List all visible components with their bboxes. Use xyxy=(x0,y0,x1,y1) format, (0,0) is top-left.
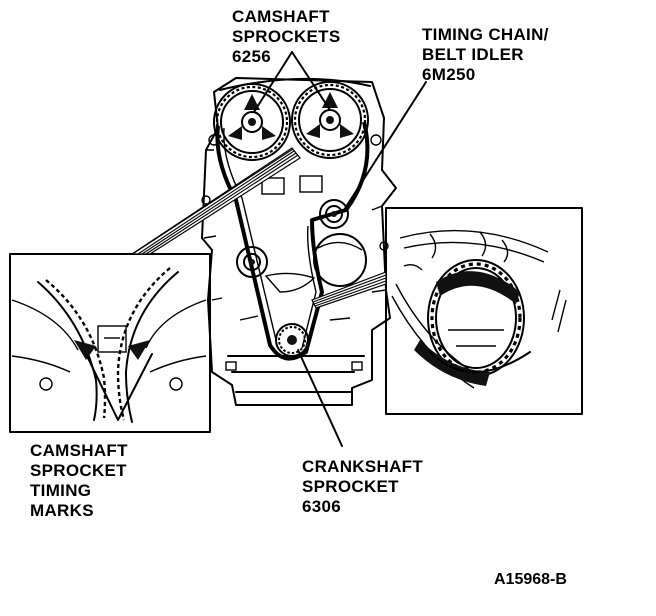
left-camshaft-sprocket xyxy=(213,83,291,161)
crankshaft-sprocket-label: CRANKSHAFT SPROCKET 6306 xyxy=(302,457,428,516)
figure-id: A15968-B xyxy=(494,571,567,588)
callout-leaders xyxy=(253,51,427,447)
belt-idler-label: TIMING CHAIN/ BELT IDLER 6M250 xyxy=(422,25,554,84)
water-pump-pulley xyxy=(313,233,367,287)
detail-leader-right xyxy=(311,271,387,309)
camshaft-timing-marks-label: CAMSHAFT SPROCKET TIMING MARKS xyxy=(30,441,133,520)
cam-timing-marks-inset xyxy=(9,253,211,433)
engine-block xyxy=(201,77,397,406)
belt-idler-pulley xyxy=(319,199,349,229)
detail-leader-left xyxy=(130,147,301,255)
tensioner-pulley xyxy=(236,246,268,278)
camshaft-sprockets-label: CAMSHAFT SPROCKETS 6256 xyxy=(232,7,346,66)
right-camshaft-sprocket xyxy=(291,81,369,159)
crank-sprocket-detail-inset xyxy=(385,207,583,415)
crankshaft-sprocket xyxy=(275,323,309,357)
